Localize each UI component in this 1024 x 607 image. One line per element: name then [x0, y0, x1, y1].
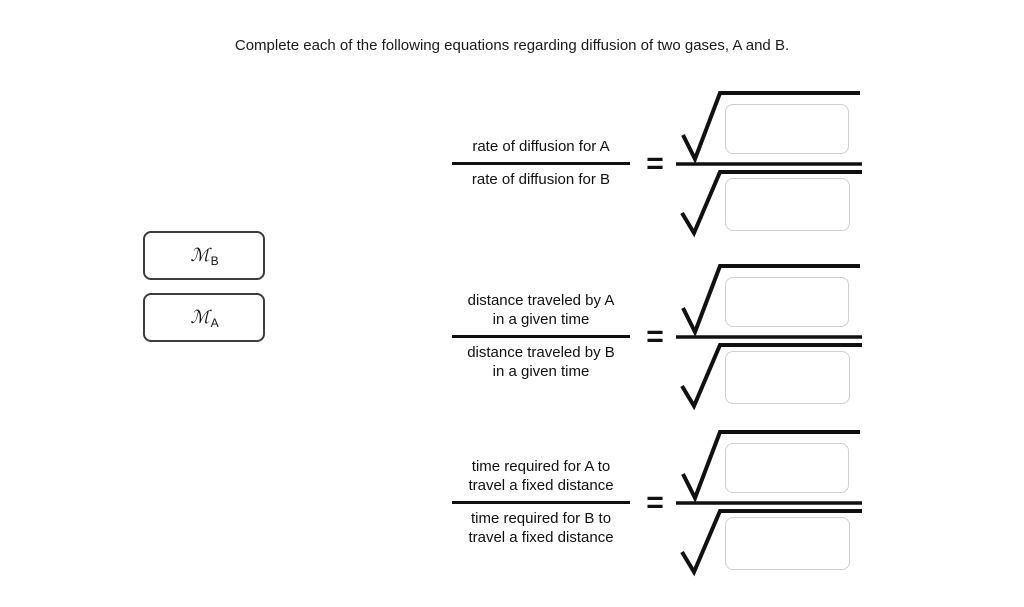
lhs-numerator-line: time required for A to	[471, 457, 611, 475]
lhs-denominator-line: travel a fixed distance	[468, 529, 614, 546]
molar-mass-symbol: ℳ	[190, 306, 210, 328]
dropzone-eq2-denominator[interactable]	[725, 351, 850, 404]
lhs-fraction: rate of diffusion for A rate of diffusio…	[440, 87, 642, 239]
equation-distance-traveled: distance traveled by A in a given time d…	[440, 260, 865, 412]
fraction-bar	[452, 161, 630, 165]
dropzone-eq1-numerator[interactable]	[725, 104, 849, 154]
lhs-denominator-line: in a given time	[492, 363, 590, 380]
lhs-denominator-line: time required for B to	[470, 509, 612, 527]
rhs-sqrt-fraction	[673, 87, 863, 239]
dropzone-eq1-denominator[interactable]	[725, 178, 850, 231]
lhs-fraction: time required for A to travel a fixed di…	[440, 426, 642, 578]
fraction-bar	[452, 500, 630, 504]
radical-artwork	[676, 264, 862, 411]
sqrt-symbol-numerator	[681, 264, 860, 337]
lhs-numerator-line: in a given time	[492, 311, 590, 328]
dropzone-eq2-numerator[interactable]	[725, 277, 849, 327]
dropzone-eq3-denominator[interactable]	[725, 517, 850, 570]
sqrt-symbol-denominator	[680, 170, 862, 238]
lhs-fraction: distance traveled by A in a given time d…	[440, 260, 642, 412]
equals-sign: =	[646, 486, 664, 519]
equals-sign: =	[646, 320, 664, 353]
tile-subscript: B	[210, 253, 219, 268]
lhs-denominator-line: distance traveled by B	[467, 343, 615, 361]
lhs-numerator-line: rate of diffusion for A	[472, 138, 610, 155]
sqrt-symbol-numerator	[681, 91, 860, 164]
lhs-denominator-line: rate of diffusion for B	[471, 170, 611, 188]
rhs-sqrt-fraction	[673, 426, 863, 578]
question-text: Complete each of the following equations…	[234, 37, 790, 54]
lhs-numerator-line: distance traveled by A	[467, 291, 615, 309]
sqrt-symbol-denominator	[680, 509, 862, 577]
equation-rate-of-diffusion: rate of diffusion for A rate of diffusio…	[440, 87, 865, 239]
lhs-numerator-line: travel a fixed distance	[468, 477, 614, 494]
equals-sign: =	[646, 147, 664, 180]
sqrt-symbol-denominator	[680, 343, 862, 411]
radical-artwork	[676, 91, 862, 238]
tile-subscript: A	[210, 315, 219, 330]
rhs-sqrt-fraction	[673, 260, 863, 412]
molar-mass-symbol: ℳ	[190, 244, 210, 266]
equation-time-required: time required for A to travel a fixed di…	[440, 426, 865, 578]
fraction-bar	[452, 334, 630, 338]
dropzone-eq3-numerator[interactable]	[725, 443, 849, 493]
sqrt-symbol-numerator	[681, 430, 860, 503]
radical-artwork	[676, 430, 862, 577]
